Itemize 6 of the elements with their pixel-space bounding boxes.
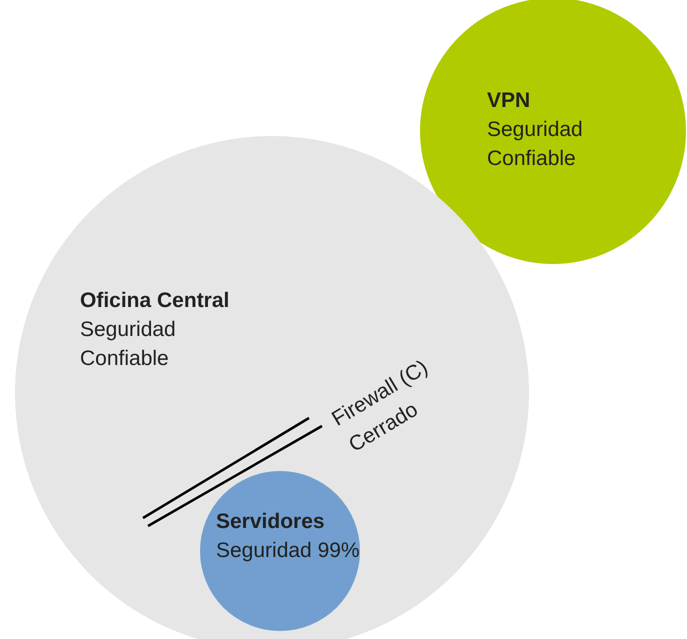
node-text: Seguridad Confiable — [80, 317, 177, 372]
node-text: Seguridad 99% — [216, 538, 361, 564]
node-title: VPN — [487, 88, 532, 114]
node-text: Seguridad Confiable — [487, 117, 584, 172]
node-title: Oficina Central — [80, 288, 230, 314]
node-title: Servidores — [216, 509, 326, 535]
